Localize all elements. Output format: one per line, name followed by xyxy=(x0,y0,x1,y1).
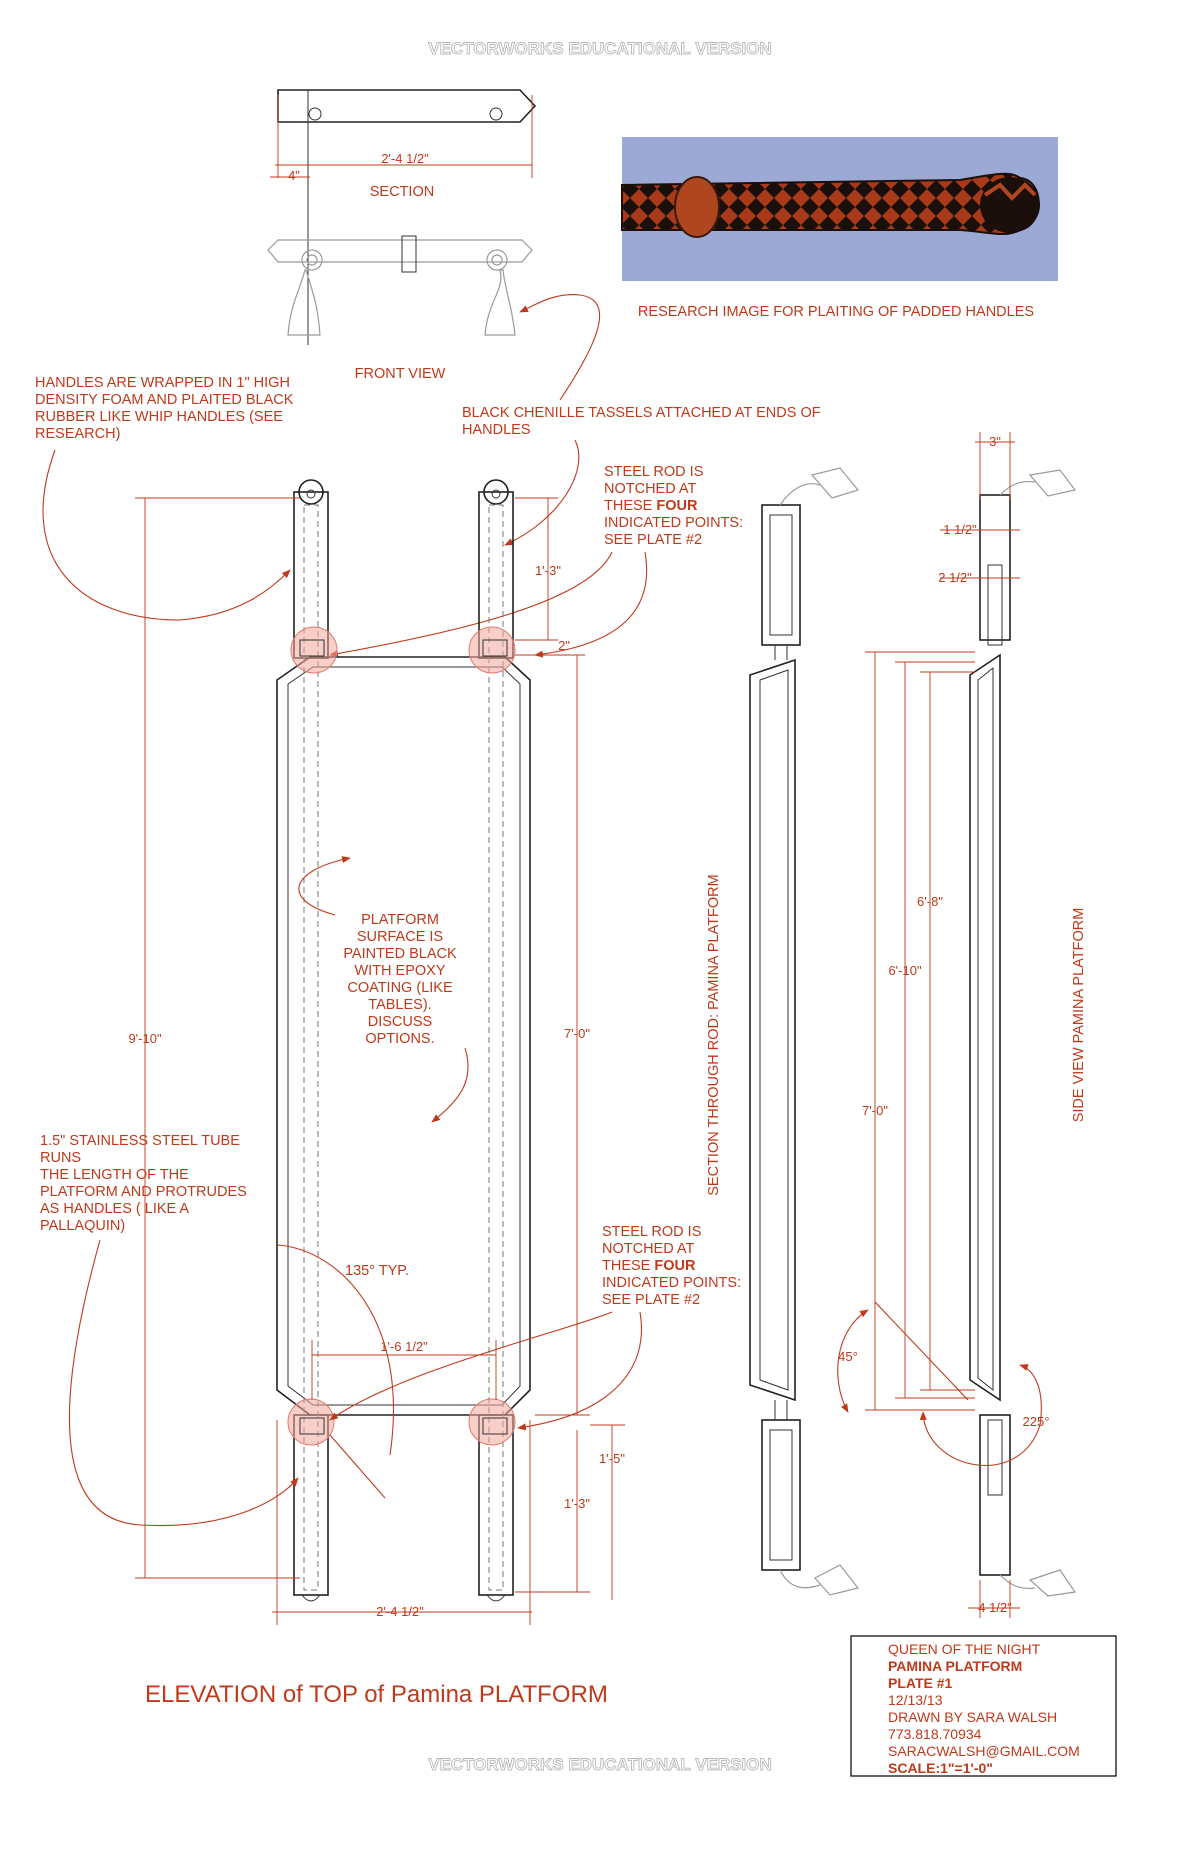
surface-line4: WITH EPOXY xyxy=(354,963,445,979)
note-steel-rod-bottom: STEEL ROD IS NOTCHED AT THESE FOUR INDIC… xyxy=(329,1224,741,1431)
dim-inner-width: 1'-6 1/2" xyxy=(380,1339,428,1354)
notch-highlight-tr xyxy=(468,626,516,674)
dim-side-a: 1 1/2" xyxy=(943,522,977,537)
steel-rod-top-line1: STEEL ROD IS xyxy=(604,464,703,480)
section-view: 2'-4 1/2" 4" SECTION xyxy=(270,89,537,345)
dim-side-e: 7'-0" xyxy=(862,1103,888,1118)
label-section-through-rod: SECTION THROUGH ROD: PAMINA PLATFORM xyxy=(706,874,722,1195)
dim-section-offset: 4" xyxy=(288,168,300,183)
watermark-bottom: VECTORWORKS EDUCATIONAL VERSION xyxy=(428,1755,772,1774)
dim-bottom-offset: 1'-5" xyxy=(599,1451,625,1466)
steel-rod-top-line4: INDICATED POINTS: xyxy=(604,515,743,531)
tube-line3: THE LENGTH OF THE xyxy=(40,1167,189,1183)
dim-side-bottom: 4 1/2" xyxy=(978,1600,1012,1615)
dim-side-d: 6'-10" xyxy=(888,963,922,978)
tb-phone: 773.818.70934 xyxy=(888,1726,982,1742)
tb-project: QUEEN OF THE NIGHT xyxy=(888,1641,1041,1657)
steel-rod-bottom-line3: THESE FOUR xyxy=(602,1258,696,1274)
dim-handle-top: 1'-3" xyxy=(535,563,561,578)
title-block: QUEEN OF THE NIGHT PAMINA PLATFORM PLATE… xyxy=(850,1635,1117,1777)
steel-rod-top-line5: SEE PLATE #2 xyxy=(604,532,702,548)
steel-rod-bottom-line2: NOTCHED AT xyxy=(602,1241,695,1257)
dim-handle-bottom: 1'-3" xyxy=(564,1496,590,1511)
note-platform-surface: PLATFORM SURFACE IS PAINTED BLACK WITH E… xyxy=(298,856,469,1123)
note-tassels-line1: BLACK CHENILLE TASSELS ATTACHED AT ENDS … xyxy=(462,405,821,421)
dim-section-width: 2'-4 1/2" xyxy=(381,151,429,166)
dim-side-top: 3" xyxy=(989,434,1001,449)
surface-line1: PLATFORM xyxy=(361,912,439,928)
tube-line2: RUNS xyxy=(40,1150,81,1166)
dim-platform-length: 7'-0" xyxy=(564,1026,590,1041)
surface-line2: SURFACE IS xyxy=(357,929,443,945)
tube-line5: AS HANDLES ( LIKE A xyxy=(40,1201,189,1217)
label-front-view: FRONT VIEW xyxy=(355,366,446,382)
tb-date: 12/13/13 xyxy=(888,1692,943,1708)
surface-line5: COATING (LIKE xyxy=(347,980,453,996)
elevation-dimensions: 9'-10" 1'-3" 2" 7'-0" 1'-6 1/2" 1'-5" 1'… xyxy=(128,497,625,1625)
label-side-view: SIDE VIEW PAMINA PLATFORM xyxy=(1071,908,1087,1123)
note-tassels: BLACK CHENILLE TASSELS ATTACHED AT ENDS … xyxy=(462,294,821,546)
tb-email: SARACWALSH@GMAIL.COM xyxy=(888,1743,1080,1759)
dim-side-b: 2 1/2" xyxy=(938,570,972,585)
tube-line4: PLATFORM AND PROTRUDES xyxy=(40,1184,247,1200)
research-image: RESEARCH IMAGE FOR PLAITING OF PADDED HA… xyxy=(621,137,1058,320)
drawing-title: ELEVATION of TOP of Pamina PLATFORM xyxy=(145,1681,608,1708)
tb-plate: PLATE #1 xyxy=(888,1675,953,1691)
tb-piece: PAMINA PLATFORM xyxy=(888,1658,1022,1674)
note-steel-tube: 1.5" STAINLESS STEEL TUBE RUNS THE LENGT… xyxy=(40,1133,299,1527)
note-handles-line1: HANDLES ARE WRAPPED IN 1" HIGH xyxy=(35,375,290,391)
surface-line7: DISCUSS xyxy=(368,1014,432,1030)
label-section: SECTION xyxy=(370,184,434,200)
dim-side-c: 6'-8" xyxy=(917,894,943,909)
note-handles-line2: DENSITY FOAM AND PLAITED BLACK xyxy=(35,392,294,408)
dim-overall-length: 9'-10" xyxy=(128,1031,162,1046)
angle-135: 135° TYP. xyxy=(277,1244,409,1499)
dim-overall-width: 2'-4 1/2" xyxy=(376,1604,424,1619)
notch-highlight-tl xyxy=(290,626,338,674)
dim-angle-45: 45° xyxy=(838,1349,858,1364)
steel-rod-top-line3: THESE FOUR xyxy=(604,498,698,514)
tube-line1: 1.5" STAINLESS STEEL TUBE xyxy=(40,1133,240,1149)
surface-line6: TABLES). xyxy=(368,997,431,1013)
steel-rod-bottom-line4: INDICATED POINTS: xyxy=(602,1275,741,1291)
tube-line6: PALLAQUIN) xyxy=(40,1218,125,1234)
dim-notch-offset: 2" xyxy=(558,638,570,653)
watermark-top: VECTORWORKS EDUCATIONAL VERSION xyxy=(428,39,772,58)
tb-scale: SCALE:1"=1'-0" xyxy=(888,1760,993,1776)
side-view: SIDE VIEW PAMINA PLATFORM 3" 1 1/2" 2 1/… xyxy=(837,432,1087,1618)
note-handles-line4: RESEARCH) xyxy=(35,426,120,442)
notch-highlight-bl xyxy=(287,1398,335,1446)
note-handles-line3: RUBBER LIKE WHIP HANDLES (SEE xyxy=(35,409,283,425)
steel-rod-top-line2: NOTCHED AT xyxy=(604,481,697,497)
angle-135-label: 135° TYP. xyxy=(345,1263,409,1279)
front-view: FRONT VIEW xyxy=(267,235,533,382)
note-steel-rod-top: STEEL ROD IS NOTCHED AT THESE FOUR INDIC… xyxy=(329,464,743,658)
section-through-rod: SECTION THROUGH ROD: PAMINA PLATFORM xyxy=(706,467,860,1596)
tb-drawn-by: DRAWN BY SARA WALSH xyxy=(888,1709,1057,1725)
surface-line8: OPTIONS. xyxy=(365,1031,434,1047)
steel-rod-bottom-line5: SEE PLATE #2 xyxy=(602,1292,700,1308)
surface-line3: PAINTED BLACK xyxy=(343,946,457,962)
note-tassels-line2: HANDLES xyxy=(462,422,531,438)
platform-elevation xyxy=(276,479,531,1602)
steel-rod-bottom-line1: STEEL ROD IS xyxy=(602,1224,701,1240)
notch-highlight-br xyxy=(468,1398,516,1446)
note-handles: HANDLES ARE WRAPPED IN 1" HIGH DENSITY F… xyxy=(35,375,294,621)
dim-angle-225: 225° xyxy=(1023,1414,1050,1429)
research-caption: RESEARCH IMAGE FOR PLAITING OF PADDED HA… xyxy=(638,304,1034,320)
